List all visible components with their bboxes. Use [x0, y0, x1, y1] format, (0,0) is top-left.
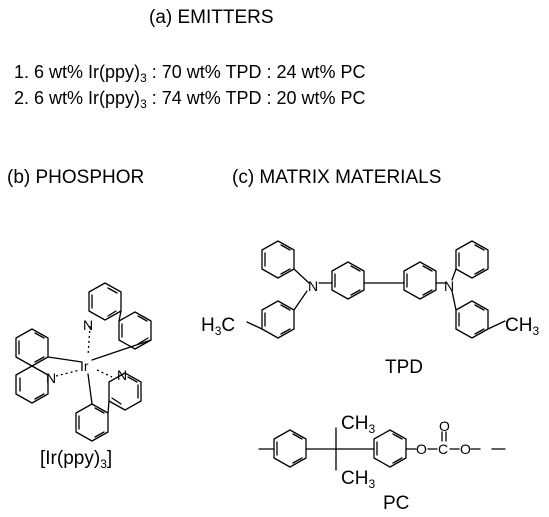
- ir-complex-nitrogen-right: N: [117, 367, 127, 383]
- emitter-composition-rest: : 74 wt% TPD : 20 wt% PC: [146, 88, 366, 108]
- emitter-number: 2.: [14, 88, 30, 108]
- phenyl-ring-top-right: [118, 311, 152, 350]
- pc-oxygen-1: O: [416, 441, 427, 457]
- pyridine-ring-right: [108, 372, 142, 411]
- emitters-heading: (a) EMITTERS: [149, 7, 274, 28]
- pc-methyl-bottom: CH3: [341, 468, 375, 491]
- pc-caption: PC: [383, 493, 410, 514]
- pc-carbonyl-oxygen: O: [439, 418, 450, 434]
- tpd-nitrogen-right: N: [444, 278, 454, 294]
- emitter-subscript: 3: [140, 71, 147, 85]
- tpd-biphenyl-ring-left: [331, 261, 365, 300]
- tpd-methyl-left: H3C: [201, 315, 235, 338]
- emitter-item-2: 2. 6 wt% Ir(ppy)3 : 74 wt% TPD : 20 wt% …: [14, 88, 366, 111]
- pc-phenyl-ring-right: [373, 429, 407, 468]
- matrix-materials-heading: (c) MATRIX MATERIALS: [232, 167, 442, 188]
- tpd-caption: TPD: [385, 357, 423, 378]
- pc-methyl-top: CH3: [341, 413, 375, 436]
- ir-complex-nitrogen-left: N: [46, 370, 56, 386]
- emitter-number: 1.: [14, 62, 30, 82]
- emitter-composition-start: 6 wt% Ir(ppy): [34, 62, 141, 82]
- pyridine-ring-left: [15, 365, 49, 404]
- ir-ppy3-structure: N Ir N N: [15, 282, 152, 442]
- tpd-phenyl-top-right: [455, 240, 489, 279]
- emitter-composition-rest: : 70 wt% TPD : 24 wt% PC: [146, 62, 366, 82]
- ir-complex-nitrogen-top: N: [83, 317, 93, 333]
- pc-structure: CH3 CH3 O C O O: [258, 413, 506, 491]
- tpd-biphenyl-ring-right: [403, 261, 437, 300]
- pc-carbonyl-carbon: C: [438, 441, 448, 457]
- emitter-subscript: 3: [140, 97, 147, 111]
- emitter-item-1: 1. 6 wt% Ir(ppy)3 : 70 wt% TPD : 24 wt% …: [14, 62, 366, 85]
- tpd-phenyl-top-left: [261, 240, 295, 279]
- pyridine-ring-top: [88, 282, 122, 321]
- tpd-methyl-right: CH3: [505, 315, 539, 338]
- pc-phenyl-ring-left: [273, 429, 307, 468]
- phosphor-caption: [Ir(ppy)3]: [40, 448, 113, 471]
- iridium-atom: Ir: [80, 358, 89, 374]
- phosphor-heading: (b) PHOSPHOR: [7, 167, 145, 188]
- tpd-tolyl-ring-left: [261, 300, 295, 339]
- emitter-composition-start: 6 wt% Ir(ppy): [34, 88, 141, 108]
- phenyl-ring-bottom: [75, 403, 109, 442]
- pc-oxygen-2: O: [460, 441, 471, 457]
- tpd-tolyl-ring-right: [455, 300, 489, 339]
- tpd-structure: N N H3C CH3: [201, 240, 539, 339]
- phenyl-ring-left: [15, 328, 49, 367]
- tpd-nitrogen-left: N: [308, 278, 318, 294]
